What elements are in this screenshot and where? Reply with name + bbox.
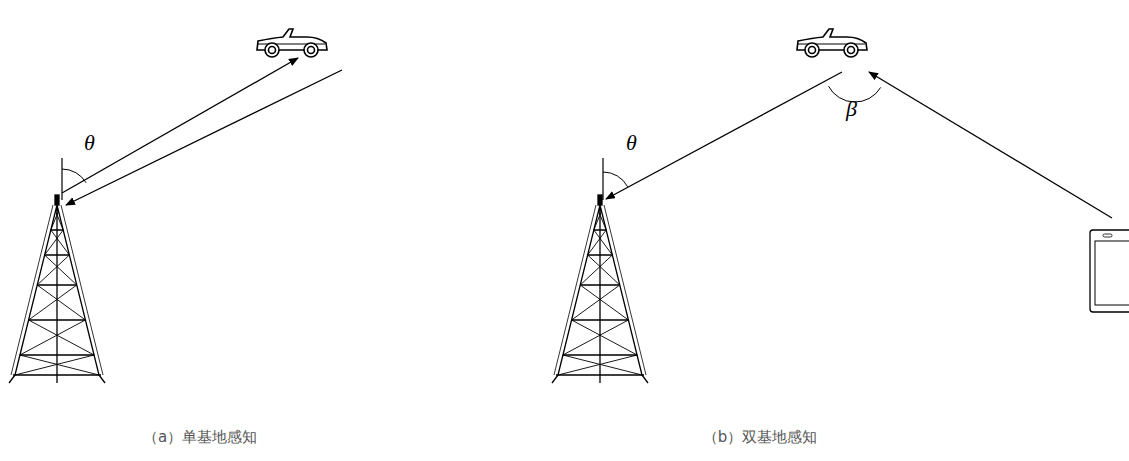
angle-symbol: θ [84, 132, 95, 154]
panel-caption: （a）单基地感知 [143, 428, 257, 446]
panel-caption: （b）双基地感知 [703, 428, 818, 446]
angle-symbol: θ [626, 132, 637, 154]
angle-symbol: β [846, 98, 857, 120]
